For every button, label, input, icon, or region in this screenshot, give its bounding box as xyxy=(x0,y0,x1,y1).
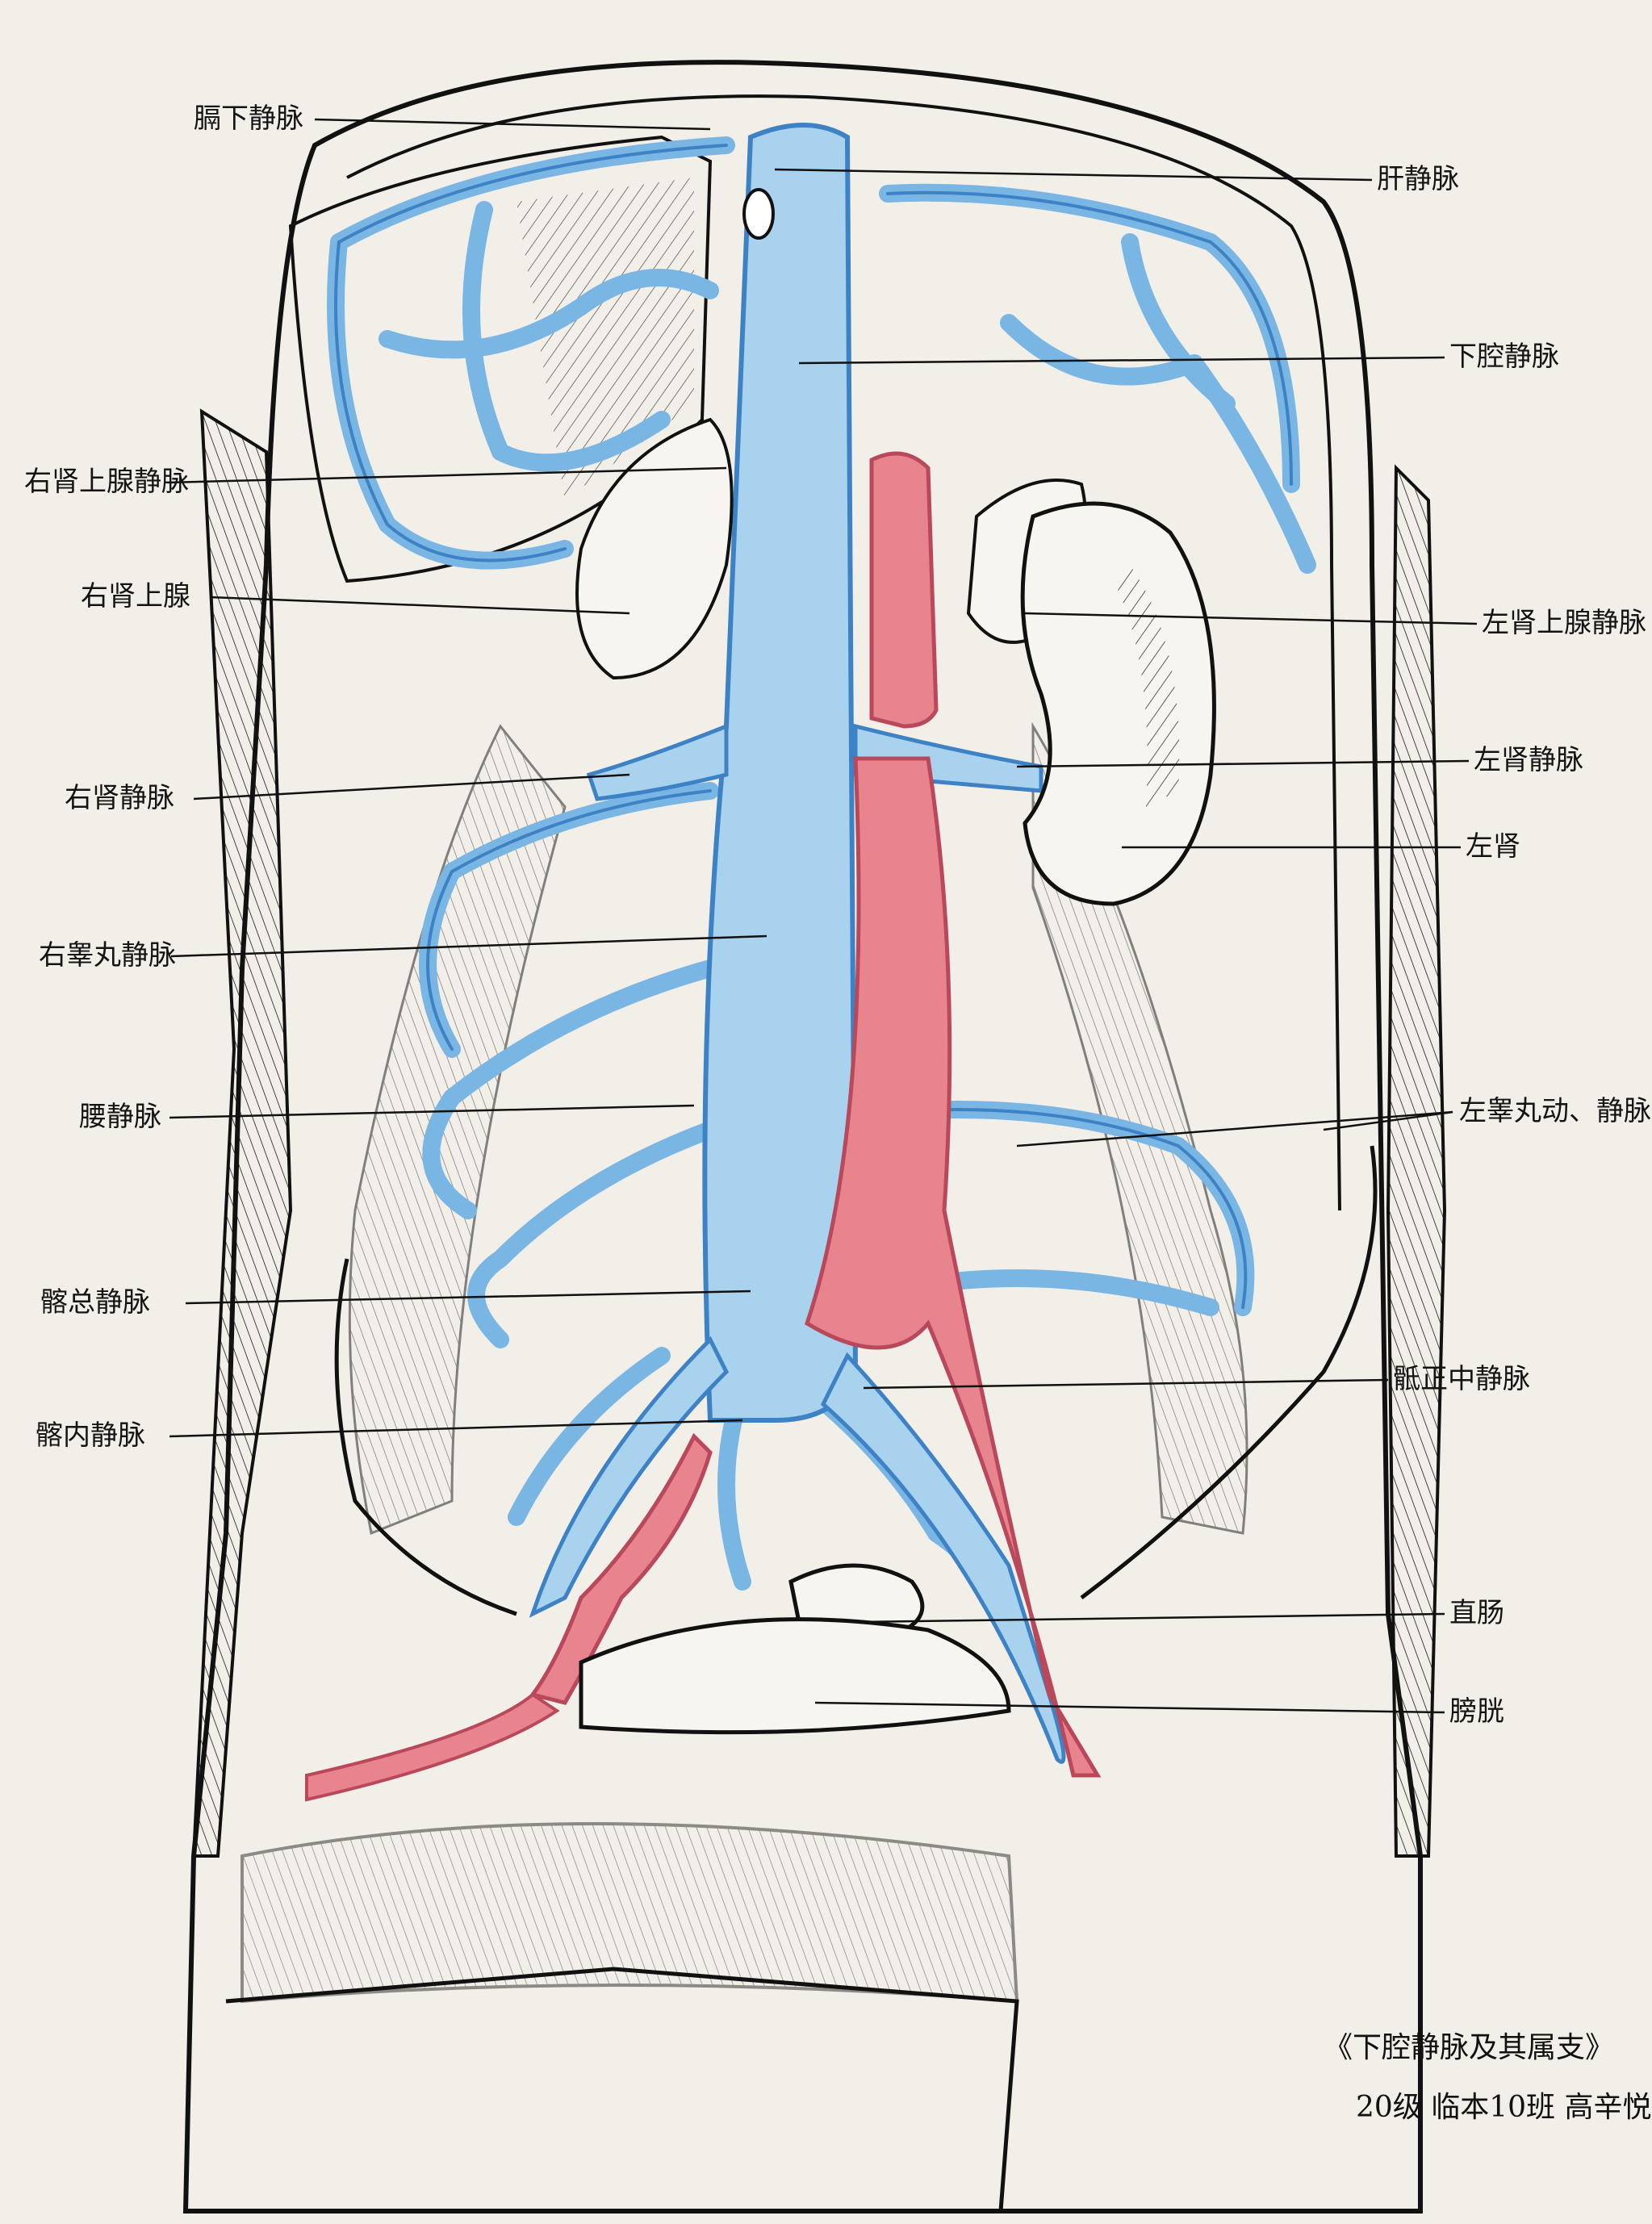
hepatic-vein-opening xyxy=(742,188,775,240)
right-renal-vein xyxy=(586,723,729,801)
right-psoas xyxy=(348,724,567,1536)
left-common-iliac-vein xyxy=(820,1352,1066,1764)
label-rectum: 直肠 xyxy=(1449,1597,1504,1629)
torso-outline xyxy=(182,60,1423,2214)
label-median-sacral-vein: 骶正中静脉 xyxy=(1393,1363,1530,1395)
label-left-testicular-artery-vein: 左睾丸动、静脉 xyxy=(1459,1095,1651,1127)
drawing-title: 《下腔静脉及其属支》 xyxy=(1324,2031,1615,2064)
left-kidney-hatch xyxy=(1114,565,1180,807)
leader-lines-right xyxy=(774,168,1478,1714)
label-inferior-phrenic-vein: 膈下静脉 xyxy=(194,102,303,135)
left-kidney xyxy=(1020,501,1216,906)
pubic-area xyxy=(240,1822,1019,2004)
leader-lines-left xyxy=(167,118,767,1438)
label-right-suprarenal-gland: 右肾上腺 xyxy=(81,580,190,612)
venous-network-edges xyxy=(334,144,1293,1309)
label-lumbar-vein: 腰静脉 xyxy=(79,1101,161,1133)
abdominal-aorta-lower xyxy=(804,756,1102,1778)
label-common-iliac-vein: 髂总静脉 xyxy=(40,1286,150,1319)
drawing-author: 20级 临本10班 高辛悦 xyxy=(1356,2091,1652,2124)
thigh-line xyxy=(225,1967,1019,2212)
label-left-kidney: 左肾 xyxy=(1466,830,1520,863)
left-iliac-crest xyxy=(1080,1145,1378,1599)
left-body-wall xyxy=(191,408,293,1858)
label-bladder: 膀胱 xyxy=(1449,1695,1504,1728)
inferior-vena-cava xyxy=(702,123,859,1423)
label-internal-iliac-vein: 髂内静脉 xyxy=(36,1419,145,1452)
label-left-suprarenal-vein: 左肾上腺静脉 xyxy=(1482,607,1646,639)
right-iliac-crest xyxy=(334,1258,517,1616)
abdominal-aorta xyxy=(869,451,939,729)
right-body-wall xyxy=(1386,464,1447,1858)
label-hepatic-vein: 肝静脉 xyxy=(1377,163,1459,195)
right-iliac-artery xyxy=(529,1432,713,1705)
label-right-renal-vein: 右肾静脉 xyxy=(65,782,174,814)
label-right-testicular-vein: 右睾丸静脉 xyxy=(39,939,176,972)
label-right-suprarenal-vein: 右肾上腺静脉 xyxy=(24,466,189,498)
bladder xyxy=(579,1617,1011,1735)
inner-outline xyxy=(346,94,1341,1211)
label-inferior-vena-cava: 下腔静脉 xyxy=(1449,341,1559,373)
liver-outline xyxy=(288,135,713,583)
external-iliac-vessels xyxy=(305,1692,560,1802)
label-left-renal-vein: 左肾静脉 xyxy=(1474,744,1583,776)
right-common-iliac-vein xyxy=(529,1336,730,1618)
